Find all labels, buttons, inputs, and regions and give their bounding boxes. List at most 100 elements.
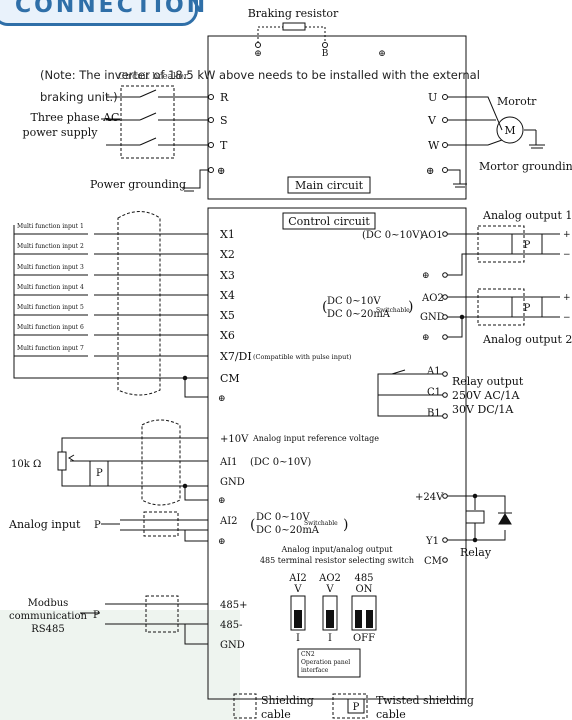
switch-3-bottom: OFF — [353, 633, 375, 644]
terminal-u: U — [428, 91, 437, 104]
switchable-label-ai: Switchable — [304, 520, 338, 527]
rs485-shield — [145, 595, 179, 633]
ground-icon — [182, 187, 196, 192]
terminal-x4: X4 — [220, 289, 235, 302]
ao2-p-box — [511, 296, 543, 318]
terminal-x5: X5 — [220, 309, 235, 322]
terminal-10v: +10V — [220, 434, 249, 445]
ai1-p: P — [96, 468, 103, 479]
shielding-legend-icon — [233, 693, 257, 719]
control-circuit-label: Control circuit — [288, 215, 370, 228]
twisted-legend-label-2: cable — [376, 708, 406, 720]
note-line-2: braking unit.) — [40, 90, 118, 104]
terminal-x1: X1 — [220, 228, 235, 241]
input-terminals-rst — [208, 94, 214, 173]
input-shield — [117, 211, 161, 396]
ao2-range-1: DC 0~10V — [327, 296, 381, 307]
ground-terminal-ao1: ⊕ — [422, 271, 430, 281]
terminal-x2: X2 — [220, 248, 235, 261]
bracket-ai-left: ( — [250, 517, 255, 533]
switch-2-top2: V — [325, 584, 334, 595]
terminal-v: V — [427, 114, 437, 127]
ground-terminal-main: ⊕ — [217, 166, 225, 177]
multi-input-1: Multi function input 1 — [17, 223, 84, 230]
terminal-485-minus: 485- — [220, 620, 242, 631]
ao1-range: (DC 0~10V) — [362, 230, 423, 241]
rs485-p: P — [93, 610, 100, 621]
cn2-label-2: Operation panel — [301, 659, 350, 666]
brake-terminal-label-3: ⊕ — [378, 49, 386, 59]
analog-output-1-label: Analog output 1 — [482, 209, 572, 222]
twisted-legend-box — [347, 698, 365, 714]
ref-voltage-label: Analog input reference voltage — [252, 434, 379, 443]
switch-1-top2: V — [293, 584, 302, 595]
terminal-ai1: AI1 — [219, 457, 238, 468]
multi-input-5: Multi function input 5 — [17, 304, 84, 311]
three-phase-label: Three phase AC — [31, 111, 120, 124]
ai2-range-1: DC 0~10V — [256, 512, 310, 523]
terminal-c1: C1 — [427, 387, 441, 398]
control-circuit-label-box — [282, 212, 376, 230]
modbus-label-3: RS485 — [31, 624, 64, 635]
title-badge: CONNECTION — [0, 0, 205, 26]
twisted-legend-icon — [332, 693, 368, 719]
ai2-p: P — [94, 520, 101, 531]
cn2-label: CN2 — [301, 651, 315, 658]
ao2-plus: + — [563, 293, 571, 303]
ground-terminal-ao2: ⊕ — [422, 333, 430, 343]
control-circuit-box — [207, 207, 467, 700]
braking-wire-right — [305, 26, 326, 43]
note-line-1: (Note: The inverter of 18.5 kW above nee… — [40, 68, 480, 82]
main-circuit-label: Main circuit — [295, 179, 364, 192]
cn2-label-3: interface — [301, 667, 329, 674]
twisted-legend-p: P — [353, 702, 360, 713]
multi-input-2: Multi function input 2 — [17, 243, 84, 250]
relay-label: Relay — [460, 546, 492, 559]
shielding-legend-label-2: cable — [261, 708, 291, 720]
ai2-shield — [143, 511, 179, 537]
analog-input-shield — [141, 419, 181, 506]
terminal-gnd-485: GND — [220, 640, 245, 651]
terminal-t: T — [220, 139, 228, 152]
multi-input-7: Multi function input 7 — [17, 345, 84, 352]
circuit-breaker-label: Circuit breaker — [118, 72, 189, 82]
ao2-range-2: DC 0~20mA — [327, 309, 391, 320]
switchable-label-ao: Switchable — [376, 307, 410, 314]
ground-terminal-input: ⊕ — [218, 394, 226, 404]
main-circuit-box — [207, 35, 467, 200]
relay-voltage-2: 30V DC/1A — [452, 403, 514, 416]
twisted-legend-label: Twisted shielding — [376, 694, 474, 707]
switch-2-bottom: I — [328, 633, 332, 644]
analog-input-label: Analog input — [8, 518, 81, 531]
motor-wiring — [448, 96, 545, 188]
bracket-ao-left: ( — [322, 299, 327, 315]
ao2-minus: − — [563, 313, 571, 323]
rs485-wiring — [80, 603, 208, 645]
braking-resistor-label: Braking resistor — [248, 7, 339, 20]
ground-terminal-ai2: ⊕ — [218, 537, 226, 547]
ao1-p-box — [511, 233, 543, 255]
resistor-value: 10k Ω — [11, 459, 41, 470]
terminal-ai2: AI2 — [219, 516, 238, 527]
terminal-x3: X3 — [220, 269, 235, 282]
ao1-minus: − — [563, 250, 571, 260]
terminal-485-plus: 485+ — [220, 600, 247, 611]
terminal-ao2: AO2 — [421, 293, 444, 304]
power-grounding-label: Power grounding — [90, 178, 186, 191]
background-tint — [0, 610, 240, 720]
terminal-x6: X6 — [220, 329, 235, 342]
ao2-shield — [477, 288, 525, 326]
relay-output-label: Relay output — [452, 375, 524, 388]
multi-input-wires — [13, 225, 208, 398]
brake-terminal-2 — [322, 42, 328, 48]
motor-label: Morotr — [497, 95, 537, 108]
analog-input-wiring — [57, 437, 208, 542]
brake-terminal-1 — [255, 42, 261, 48]
circuit-breaker-box — [120, 85, 175, 159]
ao1-shield — [477, 225, 525, 263]
analog-output-2-label: Analog output 2 — [482, 333, 572, 346]
terminal-w: W — [428, 139, 440, 152]
terminal-cm: CM — [220, 372, 240, 385]
